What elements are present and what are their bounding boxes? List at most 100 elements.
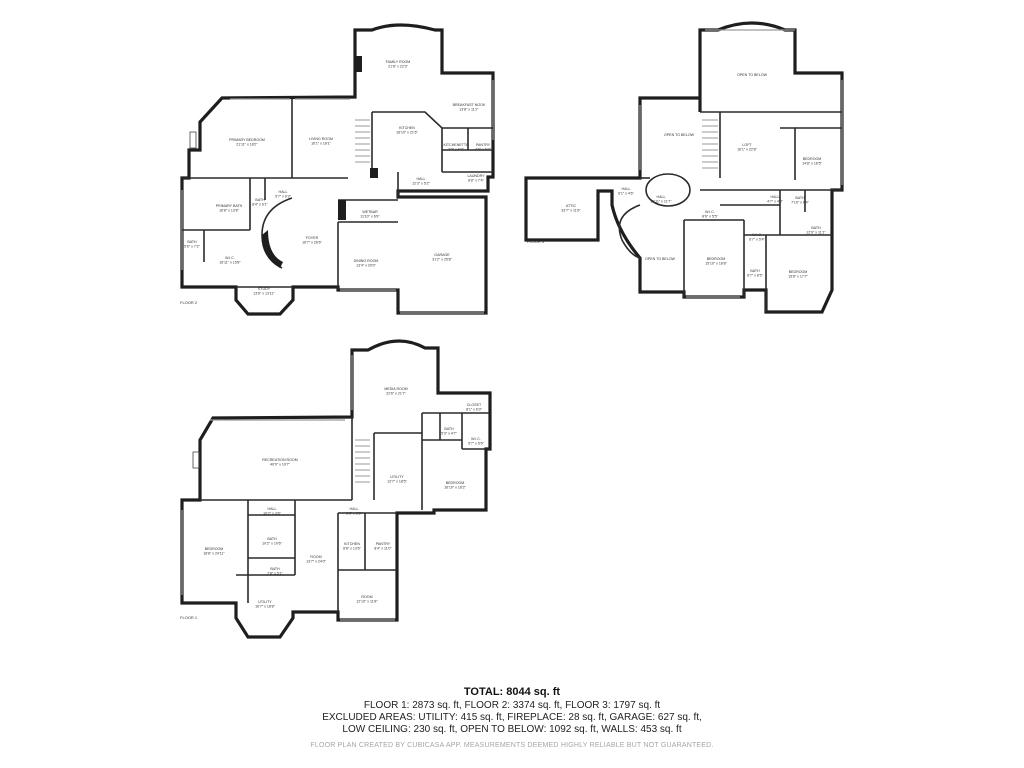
room-label: ROOM [361,595,372,599]
room-label: RECREATION ROOM [262,458,297,462]
room-dimensions: 16'7" x 26'6" [302,241,322,245]
floor-label: FLOOR 1 [180,615,198,620]
room-dimensions: 6'6" x 3'6" [346,512,362,516]
room-dimensions: 33'7" x 11'6" [561,209,581,213]
room-dimensions: 5'6" x 7'2" [184,245,200,249]
room-dimensions: 22'6" x 21'7" [386,392,406,396]
room-label: LOFT [742,143,752,147]
room-dimensions: 8'1" x 6'3" [466,408,482,412]
room-label: UTILITY [390,475,404,479]
room-dimensions: 7'8" x 5'1" [267,572,283,576]
room-label: W.I.C. [752,233,762,237]
floor-plan-main-level [180,23,495,316]
room-dimensions: 18'8" x 24'11" [203,552,225,556]
room-label: HALL [279,190,288,194]
room-label: STUDY [258,287,271,291]
room-dimensions: 8'8" x 7'4" [468,179,484,183]
room-dimensions: 15'8" x 17'7" [788,275,808,279]
room-label: BEDROOM [205,547,224,551]
floor-areas: FLOOR 1: 2873 sq. ft, FLOOR 2: 3374 sq. … [363,700,661,711]
room-dimensions: 18'11" x 11'7" [650,200,672,204]
room-label: PRIMARY BEDROOM [229,138,265,142]
room-dimensions: 7'2" x 6'7" [448,148,464,152]
room-dimensions: 13'4" x 20'0" [356,264,376,268]
disclaimer: FLOOR PLAN CREATED BY CUBICASA APP. MEAS… [310,742,714,749]
excluded-areas: EXCLUDED AREAS: UTILITY: 415 sq. ft, FIR… [322,712,702,723]
floor-label: FLOOR 3 [527,239,545,244]
room-dimensions: 15'10" x 16'8" [705,262,727,266]
room-label: BREAKFAST NOOK [453,103,486,107]
floor-plan-upper-level [524,21,844,314]
room-dimensions: 16'1" x 18'1" [311,142,331,146]
room-label: BATH [795,196,805,200]
room-label: BATH [811,226,821,230]
room-dimensions: 21'11" x 18'2" [236,143,258,147]
room-label: KITCHEN [399,126,415,130]
room-label: ATTIC [566,204,577,208]
room-dimensions: 13'7" x 18'5" [387,480,407,484]
room-label: W.I.C. [705,210,715,214]
room-label: HALL [417,177,426,181]
room-label: BEDROOM [789,270,808,274]
room-label: ROOM [310,555,321,559]
room-dimensions: 6'1" x 4'6" [618,192,634,196]
room-label: HALL [657,195,666,199]
room-dimensions: 16'10" x 18'2" [444,486,466,490]
room-label: DINING ROOM [354,259,379,263]
room-label: FOYER [306,236,319,240]
room-label: BATH [255,198,265,202]
room-label: BATH [187,240,197,244]
room-dimensions: 8'4" x 6'1" [252,203,268,207]
room-dimensions: 5'7" x 5'6" [468,442,484,446]
room-dimensions: 16'1" x 22'8" [737,148,757,152]
room-label: PANTRY [376,542,391,546]
room-dimensions: 13'8" x 11'2" [459,108,479,112]
room-label: LAUNDRY [467,174,485,178]
room-label: W.I.C. [471,437,481,441]
room-dimensions: 21'8" x 22'3" [388,65,408,69]
room-dimensions: 6'7" x 5'4" [749,238,765,242]
room-dimensions: 5'3" x 4'7" [441,432,457,436]
room-label: HALL [622,187,631,191]
room-label: LIVING ROOM [309,137,333,141]
room-label: OPEN TO BELOW [664,133,695,137]
room-label: KITCHENETTE [444,143,470,147]
room-label: OPEN TO BELOW [645,257,676,261]
room-dimensions: 5'7" x 6'3" [275,195,291,199]
room-dimensions: 10'2" x 3'6" [263,512,281,516]
room-dimensions: 8'8" x 13'6" [343,547,361,551]
room-label: BATH [270,567,280,571]
room-dimensions: 4'8" x 6'7" [475,148,491,152]
room-label: PRIMARY BATH [216,204,243,208]
room-label: BATH [750,269,760,273]
room-dimensions: 14'8" x 16'5" [802,162,822,166]
room-label: BEDROOM [707,257,726,261]
room-label: HALL [350,507,359,511]
room-label: HALL [268,507,277,511]
room-dimensions: 11'10" x 6'9" [360,215,380,219]
excluded-areas-continued: LOW CEILING: 230 sq. ft, OPEN TO BELOW: … [342,724,682,735]
room-label: PANTRY [476,143,491,147]
room-dimensions: 13'7" x 24'0" [306,560,326,564]
room-dimensions: 40'0" x 19'7" [270,463,290,467]
room-dimensions: 16'11" x 15'8" [219,261,241,265]
room-label: GARAGE [434,253,450,257]
room-dimensions: 4'7" x 4'3" [767,200,783,204]
total-area: TOTAL: 8044 sq. ft [463,686,561,698]
floor-plan-lower-level [180,339,492,639]
room-dimensions: 12'0" x 11'1" [806,231,826,235]
room-label: WETBAR [362,210,378,214]
room-label: W.I.C. [225,256,235,260]
room-label: MEDIA ROOM [384,387,407,391]
room-dimensions: 16'8" x 13'8" [219,209,239,213]
room-dimensions: 8'4" x 11'0" [374,547,392,551]
room-label: KITCHEN [344,542,360,546]
room-label: HALL [771,195,780,199]
room-dimensions: 13'6" x 13'11" [253,292,275,296]
room-dimensions: 6'7" x 8'5" [747,274,763,278]
room-dimensions: 10'2" x 10'6" [262,542,282,546]
room-label: BEDROOM [446,481,465,485]
room-label: BATH [267,537,277,541]
room-label: BATH [444,427,454,431]
